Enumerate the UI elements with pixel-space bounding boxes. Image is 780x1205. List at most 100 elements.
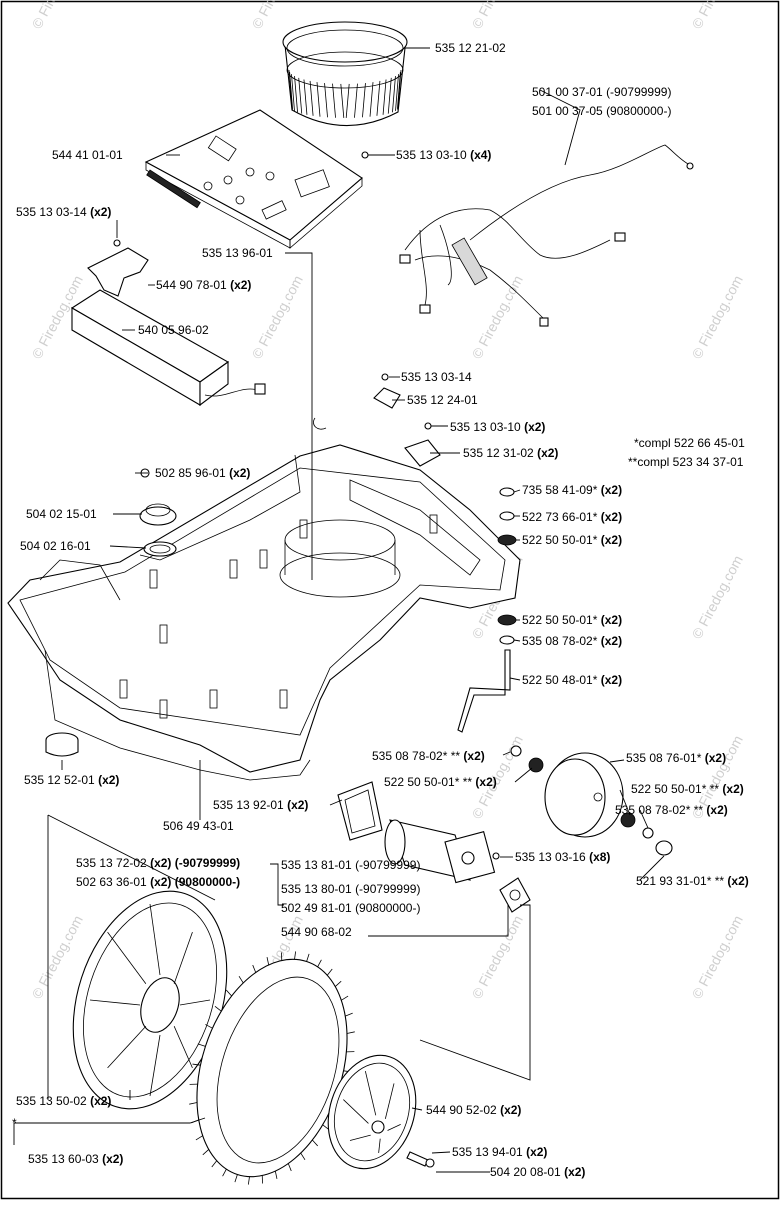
compl-note-1: *compl 522 66 45-01 [634, 436, 745, 450]
tire-tread-lug [335, 981, 341, 986]
part-label: 535 13 80-01 (-90799999) [281, 882, 420, 896]
watermark-text: © Firedog.com [249, 273, 306, 362]
tire-tread-lug [239, 976, 243, 983]
screw-part-2 [382, 374, 388, 380]
part-label: 540 05 96-02 [138, 323, 209, 337]
compl-note-2: **compl 523 34 37-01 [628, 455, 744, 469]
part-label: 535 13 03-16 (x8) [515, 850, 610, 864]
part-label: 535 13 60-03 (x2) [28, 1152, 123, 1166]
part-label: 535 13 50-02 (x2) [16, 1094, 111, 1108]
small-bracket-part [374, 388, 400, 408]
ring-part-504-02-16-01 [144, 542, 176, 556]
screw-part-1 [362, 152, 368, 158]
part-label: 535 13 03-10 (x2) [450, 420, 545, 434]
part-label: 522 50 50-01* (x2) [522, 533, 622, 547]
part-label: 535 13 72-02 (x2) (-90799999) [76, 856, 240, 870]
watermark-text: © Firedog.com [689, 913, 746, 1002]
watermark-text: © Firedog.com [29, 0, 86, 31]
part-label: 504 20 08-01 (x2) [490, 1165, 585, 1179]
part-label: 544 90 68-02 [281, 925, 352, 939]
part-label: 535 13 92-01 (x2) [213, 798, 308, 812]
screw-part-3 [425, 423, 431, 429]
tire-tread-lug [189, 1103, 197, 1105]
watermark-text: © Firedog.com [29, 913, 86, 1002]
tire-tread-lug [275, 1171, 277, 1179]
battery-pack-part [72, 290, 265, 405]
tire-tread-lug [253, 965, 256, 972]
tire-tread-lug [312, 1140, 317, 1146]
tire-tread-lug [318, 960, 322, 967]
part-label: 535 12 24-01 [407, 393, 478, 407]
drive-motor-part [385, 820, 499, 883]
hub-bolt-part [407, 1152, 434, 1167]
bushing-part-535-12-52-01 [46, 733, 78, 756]
tire-tread-lug [223, 1169, 227, 1176]
tire-tread-lug [212, 1161, 217, 1167]
part-label: 535 08 78-02* (x2) [522, 634, 622, 648]
tire-tread-lug [288, 1164, 291, 1171]
part-label: 535 13 96-01 [202, 246, 273, 260]
part-label: 501 00 37-05 (90800000-) [532, 104, 671, 118]
watermark-text: © Firedog.com [689, 553, 746, 642]
watermark-text: © Firedog.com [689, 273, 746, 362]
tire-tread-lug [341, 996, 348, 1000]
part-label: 502 63 36-01 (x2) (90800000-) [76, 875, 240, 889]
part-label: 535 13 81-01 (-90799999) [281, 858, 420, 872]
wiring-harness-part [400, 145, 693, 326]
part-label: 506 49 43-01 [163, 819, 234, 833]
part-label: 501 00 37-01 (-90799999) [532, 85, 671, 99]
part-label: 535 08 76-01* (x2) [626, 751, 726, 765]
circuit-board-part [146, 110, 362, 248]
wheel-hub-adapter-part [500, 878, 530, 912]
front-wheel-hardware-right [621, 813, 672, 855]
part-label: 535 12 21-02 [435, 41, 506, 55]
part-label: 535 13 03-14 [401, 370, 472, 384]
part-label: 535 08 78-02* ** (x2) [615, 803, 728, 817]
part-label: 535 13 94-01 (x2) [452, 1145, 547, 1159]
motor-gasket-part [338, 782, 382, 840]
part-label: 535 12 31-02 (x2) [463, 446, 558, 460]
part-label: 522 50 50-01* ** (x2) [384, 775, 497, 789]
part-label: 522 50 50-01* (x2) [522, 613, 622, 627]
tire-tread-lug [345, 1013, 352, 1016]
part-label: 535 08 78-02* ** (x2) [372, 749, 485, 763]
clip-part [313, 418, 326, 429]
tire-tread-lug [248, 1177, 249, 1185]
tire-tread-lug [235, 1175, 237, 1183]
part-label: 535 12 52-01 (x2) [24, 773, 119, 787]
tire-tread-lug [295, 951, 296, 959]
watermark-text: © Firedog.com [469, 913, 526, 1002]
part-label: 522 50 48-01* (x2) [522, 673, 622, 687]
part-label: 504 02 16-01 [20, 539, 91, 553]
part-label: 544 90 52-02 (x2) [426, 1103, 521, 1117]
part-label: 535 13 03-14 (x2) [16, 205, 111, 219]
front-wheel-part [545, 753, 623, 837]
tire-tread-lug [196, 1136, 203, 1140]
tire-tread-lug [203, 1149, 209, 1154]
chassis-part [8, 445, 520, 780]
star-note: * [12, 1116, 17, 1130]
tire-tread-lug [307, 954, 309, 962]
watermark-text: © Firedog.com [689, 0, 746, 31]
part-label: 502 85 96-01 (x2) [155, 466, 250, 480]
watermark-text: © Firedog.com [469, 0, 526, 31]
part-label: 504 02 15-01 [26, 507, 97, 521]
watermark-text: © Firedog.com [249, 0, 306, 31]
part-label: 544 90 78-01 (x2) [156, 278, 251, 292]
battery-bracket-part [88, 240, 148, 296]
part-label: 535 13 03-10 (x4) [396, 148, 491, 162]
tire-tread-lug [347, 1032, 355, 1034]
part-label: 521 93 31-01* ** (x2) [636, 874, 749, 888]
tire-tread-lug [327, 969, 332, 975]
watermark-text: © Firedog.com [469, 273, 526, 362]
tire-tread-lug [301, 1153, 305, 1160]
part-label: 735 58 41-09* (x2) [522, 483, 622, 497]
part-label: 522 50 50-01* ** (x2) [631, 782, 744, 796]
tire-tread-lug [226, 990, 231, 996]
part-label: 502 49 81-01 (90800000-) [281, 901, 420, 915]
part-label: 522 73 66-01* (x2) [522, 510, 622, 524]
cylinder-housing-part [283, 22, 407, 126]
wheel-axle-part [458, 650, 510, 732]
